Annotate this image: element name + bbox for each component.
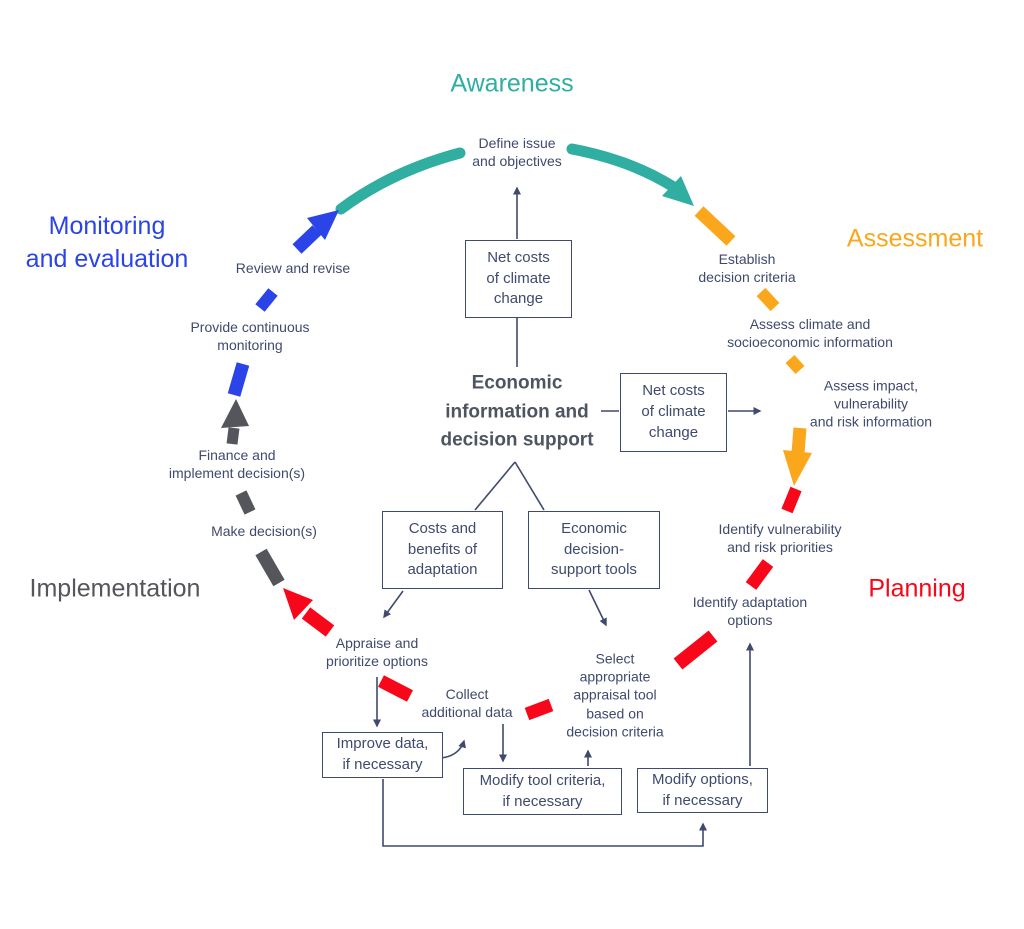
step-define-issue: Define issue and objectives — [472, 134, 562, 169]
phase-title-assessment: Assessment — [846, 224, 984, 253]
step-make-decision: Make decision(s) — [211, 522, 317, 539]
arrow-toolsbox-to-select — [588, 589, 607, 627]
step-review-revise: Review and revise — [235, 259, 351, 276]
planning-arc — [283, 486, 802, 721]
box-net-costs-top: Net costs of climate change — [465, 240, 572, 318]
assessment-arrowhead — [783, 450, 812, 486]
arrow-improve-to-collect — [440, 739, 466, 759]
box-net-costs-center: Net costs of climate change — [620, 373, 727, 452]
step-identify-options: Identify adaptation options — [692, 593, 808, 628]
step-select-tool: Select appropriate appraisal tool based … — [566, 650, 664, 740]
connector-lines — [373, 186, 762, 847]
step-assess-climate: Assess climate and socioeconomic informa… — [727, 315, 893, 350]
arrow-costsbox-to-appraise — [383, 590, 404, 619]
line-center-to-costsbox — [474, 461, 516, 511]
planning-arrowhead — [283, 588, 313, 620]
box-modify-options: Modify options, if necessary — [637, 768, 768, 813]
box-decision-tools: Economic decision- support tools — [528, 511, 660, 589]
line-center-to-toolsbox — [514, 461, 545, 511]
step-collect-data: Collect additional data — [421, 685, 513, 720]
step-appraise-options: Appraise and prioritize options — [326, 634, 428, 669]
phase-title-monitoring: Monitoring and evaluation — [25, 212, 189, 273]
box-costs-benefits: Costs and benefits of adaptation — [382, 511, 503, 589]
phase-title-planning: Planning — [868, 574, 966, 603]
central-label-economic-information: Economic information and decision suppor… — [440, 372, 594, 451]
step-continuous-monitoring: Provide continuous monitoring — [190, 318, 310, 353]
box-modify-tool: Modify tool criteria, if necessary — [463, 768, 622, 815]
implementation-arrowhead — [221, 399, 249, 428]
arrow-improve-to-modifyoptions — [382, 779, 707, 847]
monitoring-arc — [227, 210, 339, 397]
assessment-arc — [694, 206, 812, 486]
box-improve-data: Improve data, if necessary — [322, 732, 443, 778]
awareness-arrowhead — [662, 176, 694, 206]
implementation-arc — [221, 399, 285, 587]
phase-title-awareness: Awareness — [450, 69, 574, 98]
step-identify-vulnerability: Identify vulnerability and risk prioriti… — [718, 520, 842, 555]
monitoring-arrowhead — [307, 210, 339, 240]
step-establish-criteria: Establish decision criteria — [698, 250, 796, 285]
phase-title-implementation: Implementation — [29, 574, 201, 603]
awareness-arc — [335, 143, 694, 215]
step-finance-implement: Finance and implement decision(s) — [168, 446, 306, 481]
step-assess-impact: Assess impact, vulnerability and risk in… — [809, 377, 933, 431]
